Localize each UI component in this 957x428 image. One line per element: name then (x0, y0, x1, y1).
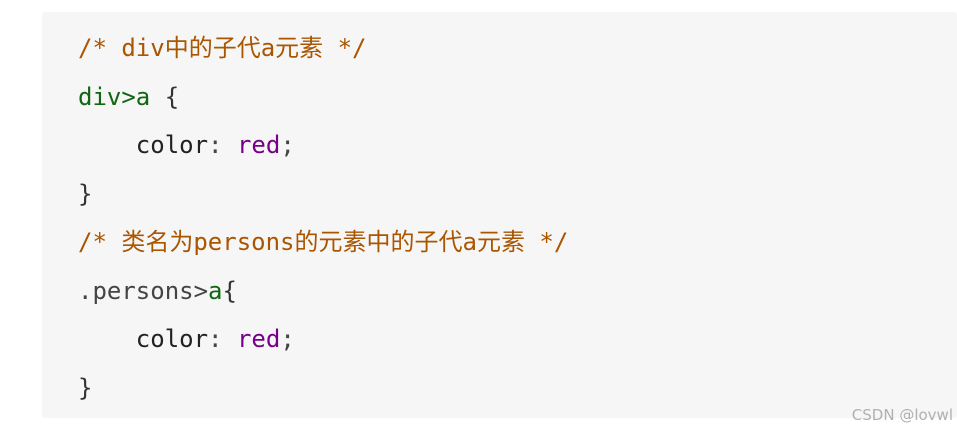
code-token-brace: { (150, 82, 180, 111)
code-token-punct: ; (280, 131, 295, 159)
code-token-brace: } (78, 373, 93, 402)
code-token-brace: } (78, 179, 93, 208)
code-token-selector: a (208, 276, 223, 305)
code-line: /* 类名为persons的元素中的子代a元素 */ (78, 218, 568, 267)
code-line: color: red; (78, 315, 568, 364)
code-token-punct (78, 131, 136, 159)
code-token-comment: /* 类名为persons的元素中的子代a元素 */ (78, 228, 569, 256)
code-token-punct: : (208, 131, 237, 159)
code-line: } (78, 170, 568, 219)
code-line: } (78, 364, 568, 413)
code-token-punct: .persons> (78, 276, 209, 305)
code-block: /* div中的子代a元素 */ div>a { color: red;} /* 类… (42, 12, 957, 418)
code-line: /* div中的子代a元素 */ (78, 24, 568, 73)
code-token-comment: /* div中的子代a元素 */ (78, 34, 367, 62)
code-lines: /* div中的子代a元素 */ div>a { color: red;} /* 类… (78, 24, 568, 412)
code-token-value: red (236, 131, 281, 159)
code-token-selector: div>a (78, 82, 151, 111)
code-token-property: color (135, 325, 209, 353)
code-line: color: red; (78, 121, 568, 170)
watermark: CSDN @lovwl (851, 406, 953, 424)
code-token-brace: { (222, 276, 237, 305)
code-token-punct: ; (280, 325, 295, 353)
code-line: div>a { (78, 73, 568, 122)
code-token-property: color (135, 131, 209, 159)
code-token-punct: : (208, 325, 237, 353)
code-line: .persons>a{ (78, 267, 568, 316)
code-token-punct (78, 325, 136, 353)
code-token-value: red (236, 325, 281, 353)
